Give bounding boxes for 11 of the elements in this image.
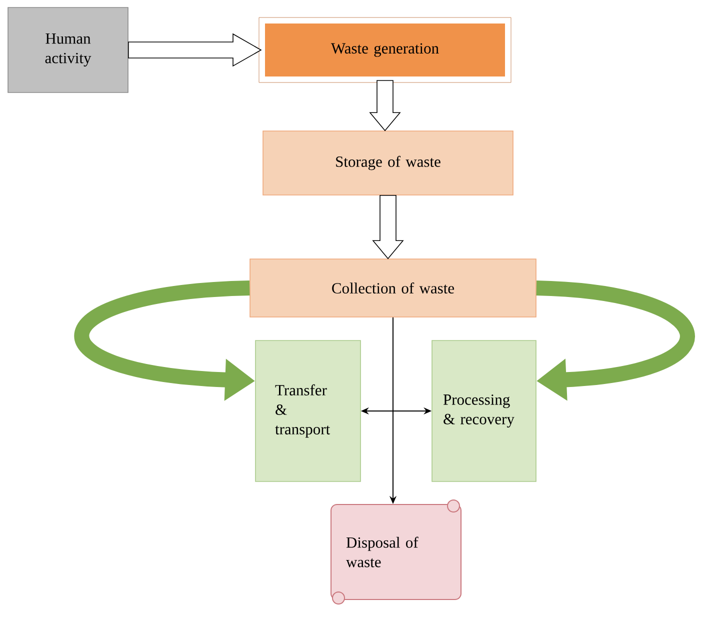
block-arrow <box>369 80 401 132</box>
process-box: Transfer & transport <box>255 340 361 482</box>
process-box: Storage of waste <box>262 130 514 196</box>
process-box: Waste generation <box>258 17 512 83</box>
process-box: Processing & recovery <box>432 340 536 482</box>
block-arrow <box>372 195 404 260</box>
scroll-box: Disposal of waste <box>330 500 462 604</box>
process-box: Human activity <box>8 7 128 93</box>
process-box: Collection of waste <box>250 258 536 318</box>
curved-arrow <box>536 280 694 401</box>
block-arrow <box>128 33 262 67</box>
